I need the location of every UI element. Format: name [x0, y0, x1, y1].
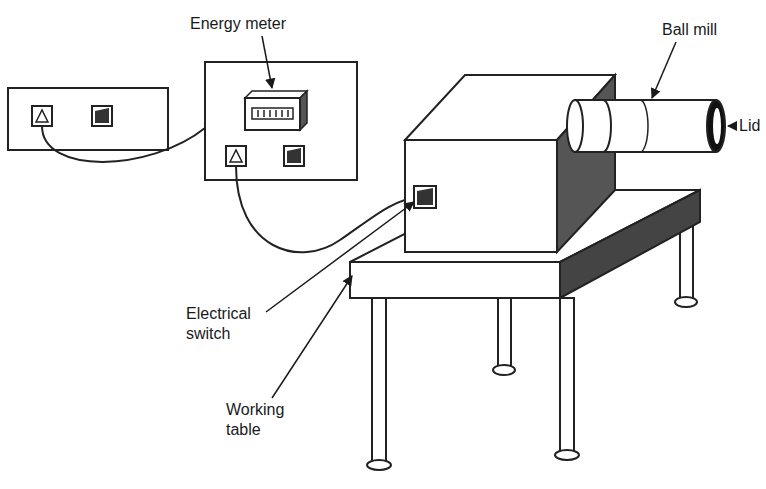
wall-plate — [8, 88, 168, 150]
wall-plate — [205, 62, 357, 180]
socket-symbol — [230, 150, 242, 162]
leader-line — [728, 125, 735, 127]
meter-display — [252, 108, 293, 119]
part-label: Working table — [226, 400, 298, 440]
table-leg — [498, 296, 511, 368]
energy-meter — [245, 98, 300, 130]
leader-line — [262, 36, 272, 88]
switch-rocker — [287, 148, 301, 163]
drum-collar — [603, 100, 611, 152]
table-leg — [560, 298, 574, 453]
switch-rocker — [417, 188, 433, 205]
leg-foot — [555, 450, 579, 460]
meter-side — [300, 91, 307, 130]
table-leg — [372, 298, 386, 463]
leader-line — [272, 276, 352, 398]
wire — [42, 126, 205, 162]
lid-opening — [713, 108, 721, 144]
socket-symbol — [226, 146, 246, 166]
part-label: Energy meter — [190, 14, 286, 34]
meter-top — [245, 91, 307, 98]
lid — [707, 100, 725, 152]
drum-end — [567, 100, 583, 152]
ball-mill-drum — [575, 100, 716, 152]
wire — [236, 166, 418, 252]
leg-foot — [493, 365, 515, 375]
part-label: Ball mill — [662, 20, 717, 40]
switch-symbol — [414, 186, 436, 208]
socket-symbol — [32, 106, 52, 126]
leg-foot — [367, 460, 391, 470]
socket-symbol — [36, 110, 48, 122]
meter-digits — [258, 110, 288, 117]
part-label: Lid — [739, 116, 760, 136]
table-front — [350, 262, 560, 298]
switch-symbol — [284, 146, 304, 166]
part-label: Electrical switch — [186, 304, 268, 344]
leader-line — [652, 42, 676, 98]
machine-front — [405, 140, 557, 252]
leg-foot — [675, 297, 697, 307]
switch-symbol — [92, 106, 112, 126]
switch-rocker — [95, 108, 109, 123]
drum-collar — [640, 100, 648, 152]
